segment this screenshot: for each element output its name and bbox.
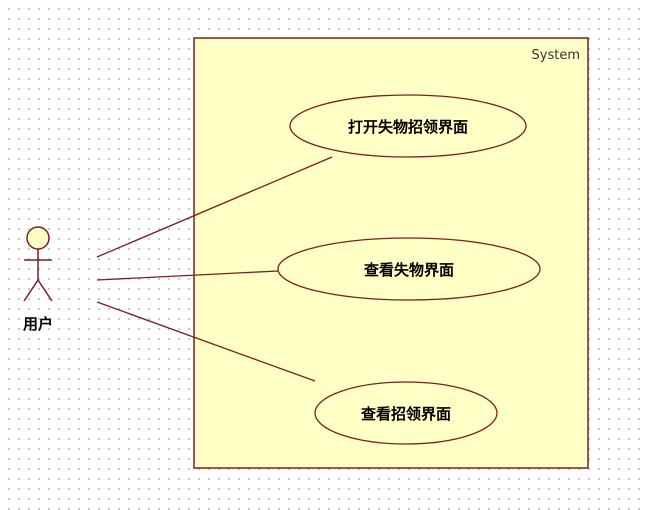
use-case-label: 查看失物界面 bbox=[364, 261, 454, 279]
use-case-view-lost[interactable]: 查看失物界面 bbox=[277, 237, 541, 301]
association-line-open-lost-found[interactable] bbox=[96, 156, 333, 258]
use-case-ellipse bbox=[289, 94, 527, 158]
system-label: System bbox=[532, 48, 580, 63]
use-case-ellipse bbox=[314, 381, 498, 445]
use-case-open-lost-found[interactable]: 打开失物招领界面 bbox=[289, 94, 527, 158]
use-case-ellipse bbox=[277, 237, 541, 301]
association-line-view-lost[interactable] bbox=[96, 270, 279, 281]
actor-label: 用户 bbox=[23, 315, 53, 333]
stick-figure-actor-icon bbox=[23, 226, 53, 302]
actor-user[interactable]: 用户 bbox=[23, 226, 53, 333]
use-case-view-found[interactable]: 查看招领界面 bbox=[314, 381, 498, 445]
association-line-view-found[interactable] bbox=[96, 301, 316, 382]
use-case-label: 打开失物招领界面 bbox=[348, 118, 468, 136]
use-case-label: 查看招领界面 bbox=[361, 405, 451, 423]
